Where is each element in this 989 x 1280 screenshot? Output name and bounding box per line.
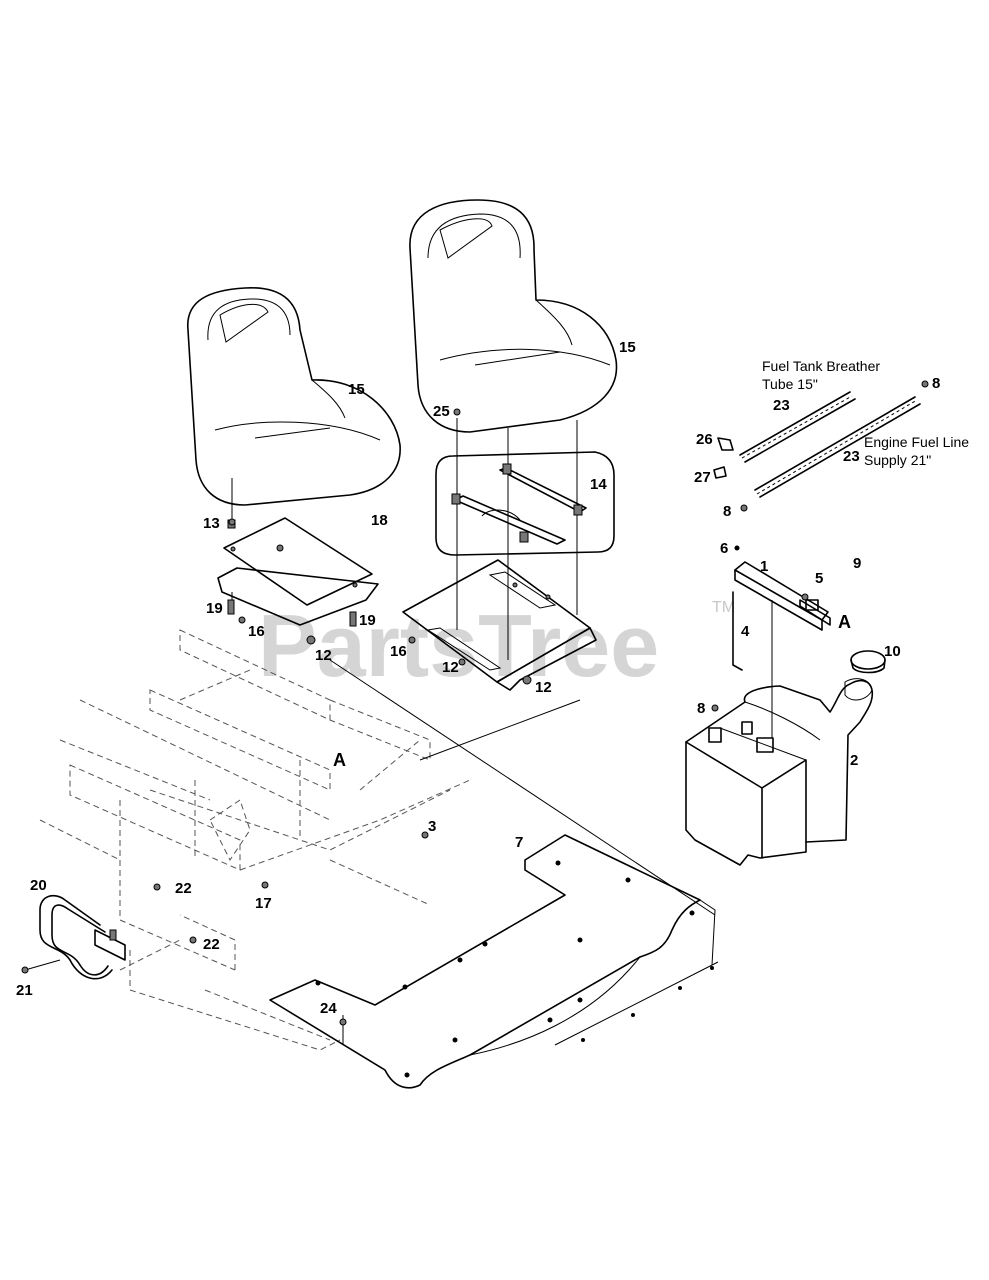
breather-tube-note-line2: Tube 15" xyxy=(762,376,818,392)
seat-left[interactable] xyxy=(187,287,401,520)
spacer-right-icon xyxy=(349,611,357,627)
seat-rails[interactable] xyxy=(435,451,615,556)
callout-bolt-frame: 3 xyxy=(428,818,436,835)
callout-seat-nut-left: 13 xyxy=(203,515,220,532)
spacer-left-icon xyxy=(227,599,235,615)
bolt-frame-b-icon xyxy=(189,936,197,944)
callout-ref-a-frame: A xyxy=(333,750,346,770)
callout-spacer-left: 19 xyxy=(206,600,223,617)
tank-bracket[interactable] xyxy=(732,561,831,671)
callout-fuel-line: 23 xyxy=(843,448,860,465)
fuel-line-note-line2: Supply 21" xyxy=(864,452,931,468)
callout-elbow-fitting: 26 xyxy=(696,431,713,448)
watermark-trademark: TM xyxy=(712,599,735,616)
callout-ref-a-bracket: A xyxy=(838,612,851,632)
callout-bracket-rod: 4 xyxy=(741,623,750,640)
fuel-line-note-line1: Engine Fuel Line xyxy=(864,434,969,450)
callout-spacer-right: 19 xyxy=(359,612,376,629)
callout-grab-handle: 20 xyxy=(30,877,47,894)
callout-fuel-tank: 2 xyxy=(850,752,858,769)
callout-clamp-line: 8 xyxy=(723,503,731,520)
callout-bracket-clip: 9 xyxy=(853,555,861,572)
grab-handle[interactable] xyxy=(24,894,126,980)
callout-washer-right: 16 xyxy=(390,643,407,660)
callout-nut-left-plate: 12 xyxy=(315,647,332,664)
callout-fuel-cap: 10 xyxy=(884,643,901,660)
callout-clamp-top: 8 xyxy=(932,375,940,392)
reference-line xyxy=(419,699,581,761)
elbow-fitting[interactable] xyxy=(717,437,734,451)
callout-seat-nut-right: 25 xyxy=(433,403,450,420)
bolt-frame-a-icon xyxy=(153,883,161,891)
reference-line-diagonal xyxy=(329,659,716,916)
callout-bolt-frame-lower: 17 xyxy=(255,895,272,912)
clamp-top-icon xyxy=(921,380,929,388)
callout-nut-right-plate-right: 12 xyxy=(535,679,552,696)
seat-nut-right-icon xyxy=(453,408,461,416)
callout-seat-right: 15 xyxy=(619,339,636,356)
watermark: PartsTree xyxy=(258,596,659,695)
callout-nut-bracket: 5 xyxy=(815,570,823,587)
clamp-line-icon xyxy=(740,504,748,512)
washer-left-icon xyxy=(238,616,246,624)
clamp-tank-icon xyxy=(711,704,719,712)
callout-floor-screw: 24 xyxy=(320,1000,337,1017)
callout-handle-bolt: 21 xyxy=(16,982,33,999)
callout-breather-tube: 23 xyxy=(773,397,790,414)
seat-plate-left[interactable] xyxy=(217,517,379,626)
machine-frame xyxy=(39,629,471,1051)
callout-washer-left: 16 xyxy=(248,623,265,640)
callout-seat-rails: 14 xyxy=(590,476,607,493)
floor-screw-icon xyxy=(339,1018,347,1026)
callout-nut-clip: 6 xyxy=(720,540,728,557)
callout-floor-plate: 7 xyxy=(515,834,523,851)
fitting[interactable] xyxy=(713,466,727,479)
breather-tube-note-line1: Fuel Tank Breather xyxy=(762,358,880,374)
bolt-frame-lower-icon xyxy=(261,881,269,889)
nut-left-plate-icon xyxy=(306,635,316,645)
handle-bolt-icon xyxy=(21,966,29,974)
callout-bolt-frame-b: 22 xyxy=(203,936,220,953)
washer-right-icon xyxy=(408,636,416,644)
callout-bolt-frame-a: 22 xyxy=(175,880,192,897)
breather-tube[interactable] xyxy=(739,391,856,463)
nut-right-plate-left-icon xyxy=(458,658,466,666)
nut-clip-icon xyxy=(734,545,740,551)
callout-nut-right-plate-left: 12 xyxy=(442,659,459,676)
callout-clamp-tank: 8 xyxy=(697,700,705,717)
seat-nut-left-icon xyxy=(228,518,236,526)
bolt-frame-icon xyxy=(421,831,429,839)
floor-plate[interactable] xyxy=(269,834,719,1089)
seat-plate-right[interactable] xyxy=(402,559,597,691)
fuel-cap[interactable] xyxy=(850,650,886,674)
callout-fitting: 27 xyxy=(694,469,711,486)
callout-seat-plate-left: 18 xyxy=(371,512,388,529)
callout-tank-bracket: 1 xyxy=(760,558,768,575)
fuel-tank[interactable] xyxy=(685,600,874,866)
callout-seat-left: 15 xyxy=(348,381,365,398)
fuel-line[interactable] xyxy=(754,396,921,498)
